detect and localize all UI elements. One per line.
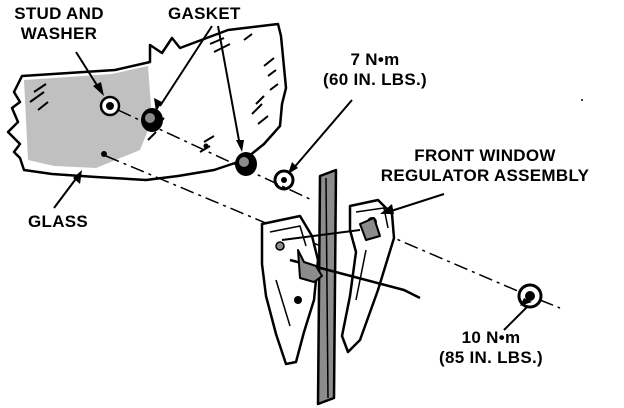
leader-arrowheads — [73, 82, 532, 306]
label-front-window-regulator-assembly: FRONT WINDOW REGULATOR ASSEMBLY — [360, 146, 610, 186]
label-torque-7nm-value: 7 N•m — [350, 50, 400, 69]
leader-7nm — [291, 99, 353, 171]
label-gasket: GASKET — [168, 4, 241, 23]
stud-and-washer — [99, 95, 121, 117]
leader-10nm — [503, 305, 529, 331]
leader-stud — [75, 51, 101, 91]
label-stud-and-washer: STUD AND WASHER — [0, 4, 118, 44]
gasket-2 — [235, 152, 257, 176]
label-torque-7nm-imperial: (60 IN. LBS.) — [322, 70, 428, 89]
leader-gasket-2 — [217, 25, 241, 147]
label-glass: GLASS — [28, 212, 89, 231]
leader-regulator — [387, 193, 445, 213]
regulator-assembly — [260, 168, 421, 406]
label-torque-10nm-value: 10 N•m — [461, 328, 521, 347]
leader-lines — [53, 25, 529, 331]
label-torque-10nm: 10 N•m (85 IN. LBS.) — [416, 328, 566, 368]
label-regulator-line-1: FRONT WINDOW — [414, 146, 556, 165]
label-torque-10nm-imperial: (85 IN. LBS.) — [438, 348, 544, 367]
nut-10nm — [517, 283, 543, 309]
regulator-arm — [289, 258, 421, 300]
label-regulator-line-2: REGULATOR ASSEMBLY — [380, 166, 590, 185]
label-stud-and-washer-line-1: STUD AND — [14, 4, 104, 23]
glass-hole — [101, 151, 107, 157]
glass-reflections — [29, 33, 279, 153]
leader-gasket-1 — [159, 25, 213, 107]
leader-glass — [53, 175, 79, 209]
glass-shading — [24, 66, 152, 168]
gasket-1 — [141, 108, 163, 132]
label-stud-and-washer-line-2: WASHER — [20, 24, 98, 43]
nut-7nm — [273, 169, 295, 191]
label-torque-7nm: 7 N•m (60 IN. LBS.) — [300, 50, 450, 90]
glass-panel — [6, 22, 288, 182]
regulator-left-plate — [260, 214, 320, 366]
